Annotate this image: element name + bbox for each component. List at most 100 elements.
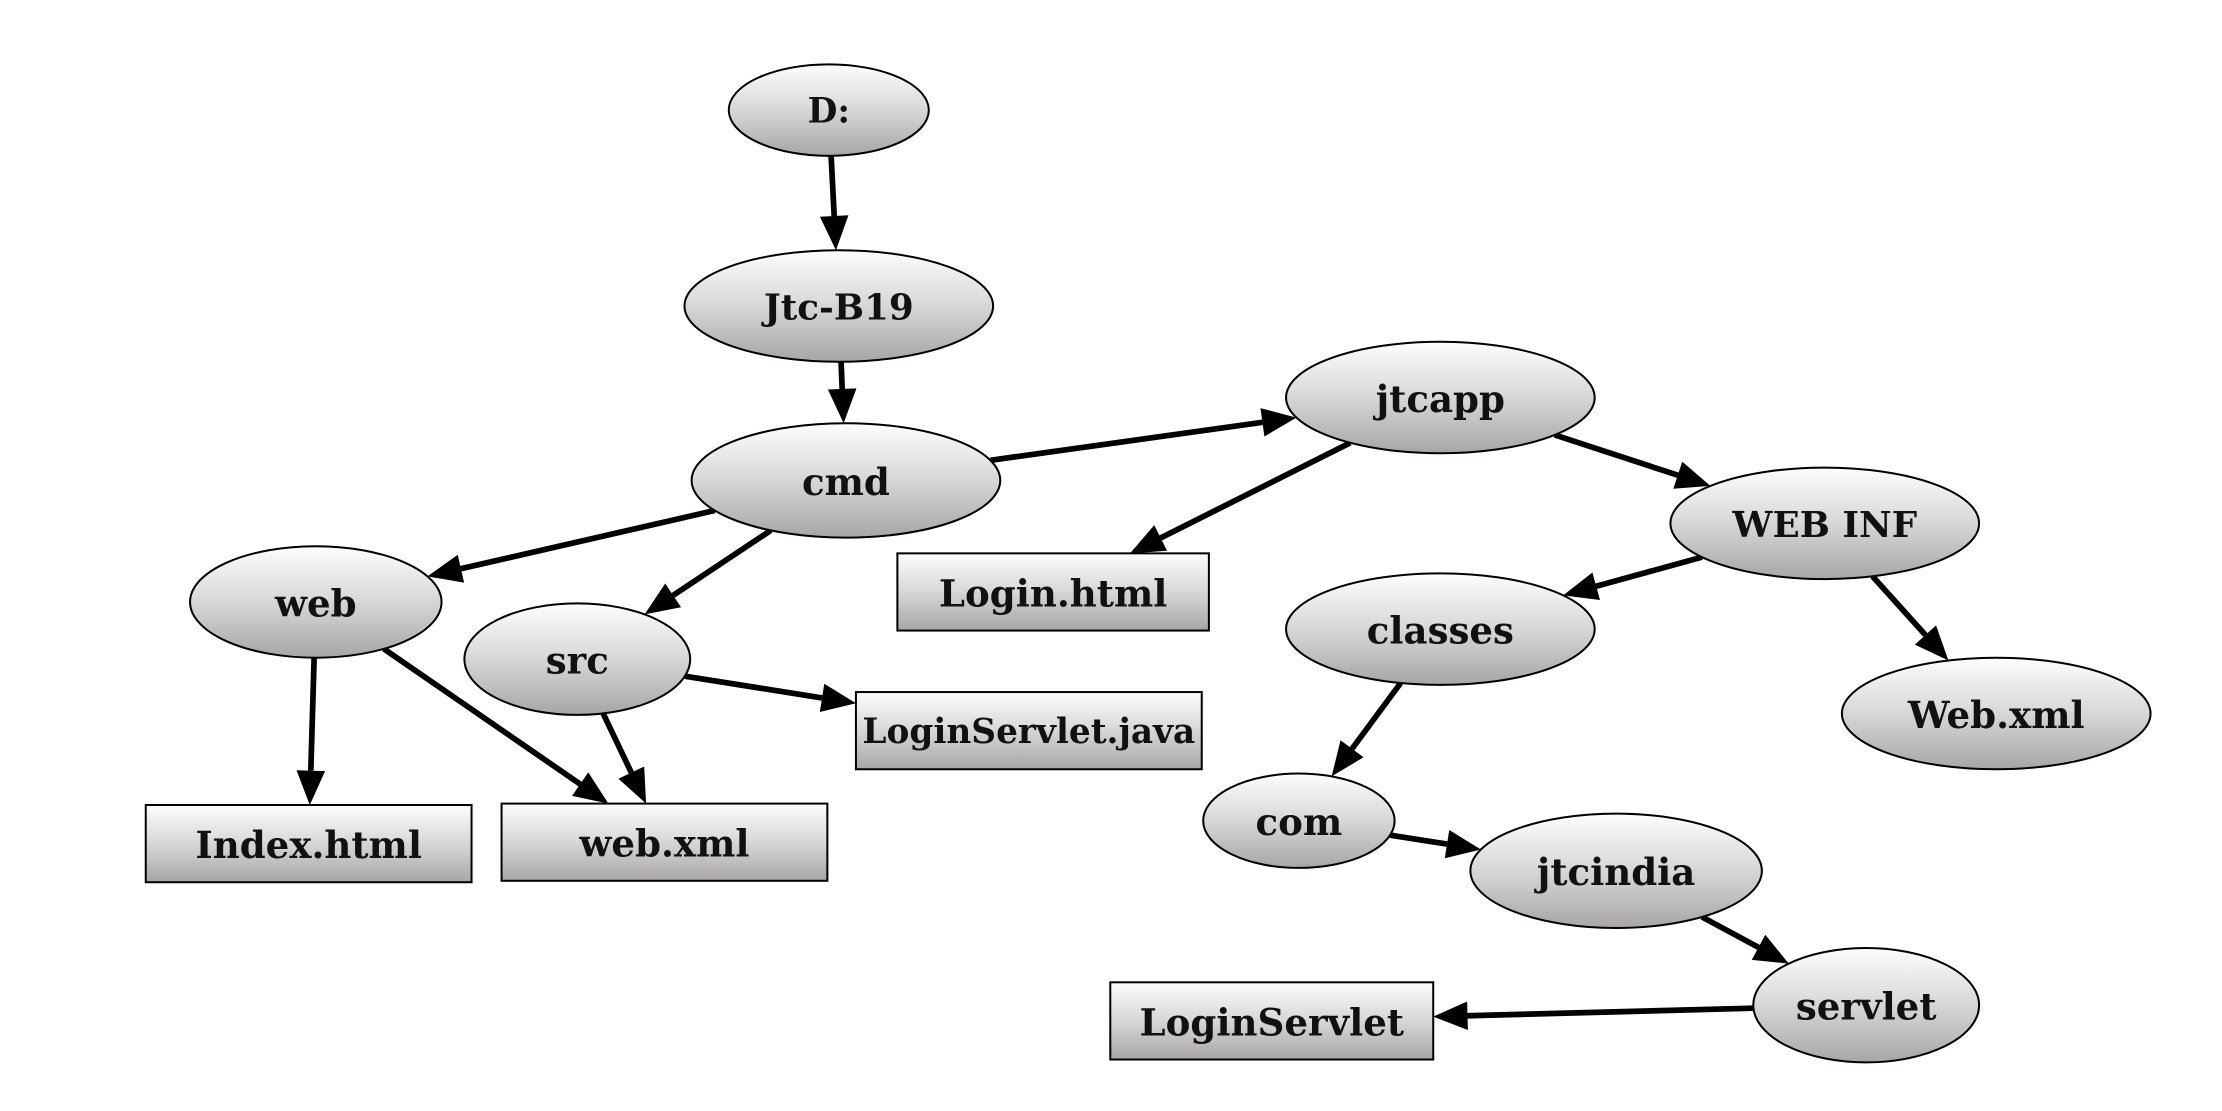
node-web-inf[interactable]: WEB INF xyxy=(1669,466,1981,581)
arrowhead-icon xyxy=(1673,461,1711,489)
arrowhead-icon xyxy=(427,554,465,583)
node-web[interactable]: web xyxy=(189,545,443,659)
arrowhead-icon xyxy=(296,770,326,806)
node-loginservlet[interactable]: LoginServlet xyxy=(1109,981,1435,1061)
node-com[interactable]: com xyxy=(1202,772,1396,869)
node-label: jtcindia xyxy=(1534,850,1695,894)
node-label: WEB INF xyxy=(1731,504,1917,546)
edge-web-to-index-html xyxy=(296,657,326,806)
arrowhead-icon xyxy=(819,215,849,251)
folder-ellipse[interactable] xyxy=(1202,772,1396,869)
arrowhead-icon xyxy=(1130,525,1168,554)
node-servlet[interactable]: servlet xyxy=(1752,946,1981,1064)
edge-line xyxy=(1700,914,1760,950)
file-box[interactable] xyxy=(1109,981,1435,1061)
edge-cmd-to-web xyxy=(427,507,716,583)
node-index-html[interactable]: Index.html xyxy=(144,804,473,884)
node-web-xml-upper[interactable]: Web.xml xyxy=(1840,656,2152,771)
edge-line xyxy=(671,528,773,598)
node-label: Login.html xyxy=(939,571,1167,615)
edge-line xyxy=(1349,681,1403,751)
edge-line xyxy=(1553,432,1679,478)
node-label: web.xml xyxy=(578,822,749,866)
edge-line xyxy=(828,155,838,217)
edge-cmd-to-src xyxy=(644,528,773,615)
node-src[interactable]: src xyxy=(463,602,692,716)
node-d[interactable]: D: xyxy=(727,63,930,157)
arrowhead-icon xyxy=(1260,408,1297,437)
node-classes[interactable]: classes xyxy=(1285,572,1596,686)
node-label: LoginServlet.java xyxy=(862,712,1195,752)
edge-line xyxy=(600,712,634,774)
folder-ellipse[interactable] xyxy=(189,545,443,659)
folder-ellipse[interactable] xyxy=(1840,656,2152,771)
edge-jtcapp-to-web-inf xyxy=(1553,432,1711,489)
edge-servlet-to-loginservlet xyxy=(1433,1001,1754,1031)
node-web-xml-lower[interactable]: web.xml xyxy=(500,802,829,882)
edge-line xyxy=(460,507,716,572)
file-box[interactable] xyxy=(144,804,473,884)
node-label: jtcapp xyxy=(1373,377,1505,421)
node-jtcapp[interactable]: jtcapp xyxy=(1285,340,1596,455)
folder-ellipse[interactable] xyxy=(1469,812,1763,929)
node-label: servlet xyxy=(1796,985,1937,1029)
edge-src-to-web-xml-lower xyxy=(600,712,647,804)
node-label: Index.html xyxy=(195,823,422,867)
node-cmd[interactable]: cmd xyxy=(690,422,1002,539)
edge-line xyxy=(1467,1005,1754,1019)
edge-line xyxy=(307,657,318,771)
arrowhead-icon xyxy=(1563,572,1600,601)
node-label: classes xyxy=(1367,609,1514,653)
node-label: web xyxy=(274,581,357,625)
arrowhead-icon xyxy=(618,766,647,804)
edge-line xyxy=(989,419,1263,464)
node-label: D: xyxy=(808,92,850,132)
edge-line xyxy=(1389,832,1448,847)
arrowhead-icon xyxy=(1751,934,1789,964)
node-label: Jtc-B19 xyxy=(761,286,914,328)
folder-ellipse[interactable] xyxy=(1669,466,1981,581)
edge-classes-to-com xyxy=(1331,681,1403,777)
edge-line xyxy=(1595,554,1703,590)
file-box[interactable] xyxy=(854,691,1203,771)
arrowhead-icon xyxy=(644,583,682,615)
folder-ellipse[interactable] xyxy=(1285,572,1596,686)
arrowhead-icon xyxy=(819,683,856,713)
folder-ellipse[interactable] xyxy=(1285,340,1596,455)
edge-line xyxy=(838,361,846,390)
node-label: cmd xyxy=(802,460,890,504)
node-label: com xyxy=(1256,800,1343,844)
node-loginservlet-java[interactable]: LoginServlet.java xyxy=(854,691,1203,771)
edge-line xyxy=(382,646,582,787)
edge-line xyxy=(684,673,823,701)
node-label: src xyxy=(546,639,609,683)
edge-web-inf-to-web-xml-upper xyxy=(1870,574,1949,661)
node-label: LoginServlet xyxy=(1140,1000,1404,1044)
edge-src-to-loginservlet-java xyxy=(684,673,856,713)
edge-web-inf-to-classes xyxy=(1563,554,1703,601)
edge-com-to-jtcindia xyxy=(1389,829,1481,859)
folder-ellipse[interactable] xyxy=(683,249,995,363)
edge-web-to-web-xml-lower xyxy=(382,646,609,804)
edge-line xyxy=(1159,440,1352,541)
arrowhead-icon xyxy=(1914,625,1949,661)
node-jtc-b19[interactable]: Jtc-B19 xyxy=(683,249,995,363)
arrowhead-icon xyxy=(572,772,609,804)
arrowhead-icon xyxy=(1444,829,1481,859)
folder-ellipse[interactable] xyxy=(727,63,930,157)
file-box[interactable] xyxy=(500,802,829,882)
arrowhead-icon xyxy=(1331,740,1364,777)
node-label: Web.xml xyxy=(1907,693,2085,737)
edges-layer xyxy=(296,155,1949,1031)
edge-d-to-jtc-b19 xyxy=(819,155,849,251)
node-jtcindia[interactable]: jtcindia xyxy=(1469,812,1763,929)
folder-ellipse[interactable] xyxy=(1752,946,1981,1064)
edge-jtcindia-to-servlet xyxy=(1700,914,1789,964)
arrowhead-icon xyxy=(1433,1001,1468,1031)
folder-ellipse[interactable] xyxy=(690,422,1002,539)
folder-ellipse[interactable] xyxy=(463,602,692,716)
node-login-html[interactable]: Login.html xyxy=(896,552,1210,632)
file-box[interactable] xyxy=(896,552,1210,632)
